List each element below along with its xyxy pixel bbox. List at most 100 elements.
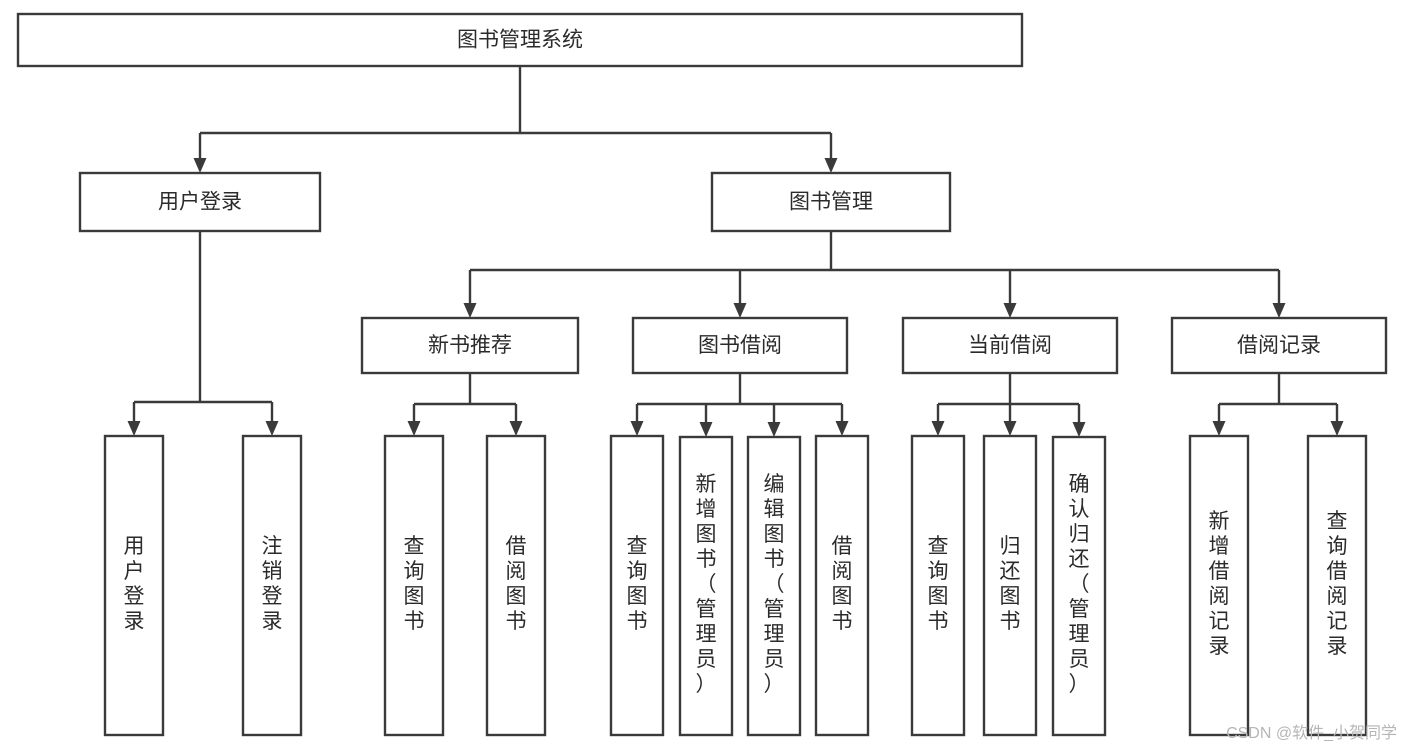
arrow-head-icon <box>265 421 279 436</box>
node-label-char: 记 <box>1209 610 1230 633</box>
node-label-char: 借 <box>506 535 527 558</box>
node-rect <box>631 316 849 375</box>
node-label-char: 理 <box>764 623 785 646</box>
node-label-char: 书 <box>404 610 425 633</box>
arrow-head-icon <box>407 421 421 436</box>
node-label-char: ） <box>764 673 785 696</box>
node-rect <box>485 434 547 737</box>
arrow-head-icon <box>1272 303 1286 318</box>
arrow-head-icon <box>931 421 945 436</box>
node-label-char: 理 <box>696 623 717 646</box>
node-label-char: 书 <box>832 610 853 633</box>
node-label-char: 编 <box>764 473 785 496</box>
node-rect <box>1188 434 1250 737</box>
node-rect <box>383 434 445 737</box>
node-rect <box>678 435 734 737</box>
node-rect <box>982 434 1038 737</box>
node-label-char: 登 <box>124 585 145 608</box>
node-label-char: 管 <box>696 598 717 621</box>
arrow-head-icon <box>1003 421 1017 436</box>
node-box-l2-0[interactable]: 用户登录 <box>78 171 322 233</box>
node-label: 图书借阅 <box>698 334 782 357</box>
arrow-head-icon <box>1072 422 1086 437</box>
node-label-char: 录 <box>1327 635 1348 658</box>
node-rect <box>609 434 665 737</box>
node-rect <box>910 434 966 737</box>
node-label-char: 书 <box>764 548 785 571</box>
csdn-watermark: CSDN @软件_小贺同学 <box>1226 725 1397 742</box>
node-label: 当前借阅 <box>968 334 1052 357</box>
node-rect <box>16 12 1024 68</box>
node-label-char: 理 <box>1069 623 1090 646</box>
node-label-char: 阅 <box>832 560 853 583</box>
node-label-char: ） <box>696 673 717 696</box>
node-rect <box>103 434 165 737</box>
arrow-head-icon <box>509 421 523 436</box>
arrow-head-icon <box>767 422 781 437</box>
arrow-head-icon <box>824 158 838 173</box>
node-label-char: 借 <box>832 535 853 558</box>
node-box-root-0[interactable]: 图书管理系统 <box>16 12 1024 68</box>
node-rect <box>1170 316 1388 375</box>
node-label-char: 查 <box>627 535 648 558</box>
node-box-l3-3[interactable]: 借阅记录 <box>1170 316 1388 375</box>
node-box-l2-1[interactable]: 图书管理 <box>710 171 952 233</box>
node-label-char: 录 <box>124 610 145 633</box>
node-rect <box>1306 434 1368 737</box>
arrow-head-icon <box>835 421 849 436</box>
node-rect <box>1051 435 1107 737</box>
node-label: 用户登录 <box>158 191 242 214</box>
node-label: 新书推荐 <box>428 334 512 357</box>
node-label-char: （ <box>696 573 717 596</box>
node-label: 借阅记录 <box>1237 334 1321 357</box>
node-label-char: 还 <box>1000 560 1021 583</box>
node-label-char: 户 <box>124 560 145 583</box>
node-box-l3-0[interactable]: 新书推荐 <box>360 316 580 375</box>
node-label-char: 辑 <box>764 498 785 521</box>
node-label-char: 查 <box>404 535 425 558</box>
node-label-char: 增 <box>1209 535 1230 558</box>
node-label-char: 销 <box>262 560 283 583</box>
node-label-char: 员 <box>1069 648 1090 671</box>
node-label-char: 借 <box>1327 560 1348 583</box>
node-label-char: 录 <box>262 610 283 633</box>
node-label-char: 书 <box>506 610 527 633</box>
connector-layer <box>127 66 1344 437</box>
node-label-char: 图 <box>696 523 717 546</box>
node-label-char: 询 <box>404 560 425 583</box>
node-rect <box>241 434 303 737</box>
node-label-char: 书 <box>627 610 648 633</box>
arrow-head-icon <box>193 158 207 173</box>
node-label-char: 记 <box>1327 610 1348 633</box>
node-label-char: 阅 <box>506 560 527 583</box>
node-rect <box>901 316 1119 375</box>
node-label-char: 图 <box>506 585 527 608</box>
node-label-char: 查 <box>1327 510 1348 533</box>
node-label-char: 归 <box>1000 535 1021 558</box>
node-label-char: （ <box>1069 573 1090 596</box>
arrow-head-icon <box>463 303 477 318</box>
node-rect <box>360 316 580 375</box>
arrow-head-icon <box>127 421 141 436</box>
node-box-l3-1[interactable]: 图书借阅 <box>631 316 849 375</box>
node-label-char: 增 <box>696 498 717 521</box>
node-rect <box>746 435 802 737</box>
arrow-head-icon <box>630 421 644 436</box>
node-box-leaf-0[interactable]: 用户登录 <box>103 434 165 737</box>
node-label: 图书管理系统 <box>457 29 583 52</box>
node-label: 图书管理 <box>789 191 873 214</box>
node-box-l3-2[interactable]: 当前借阅 <box>901 316 1119 375</box>
node-rect <box>78 171 322 233</box>
